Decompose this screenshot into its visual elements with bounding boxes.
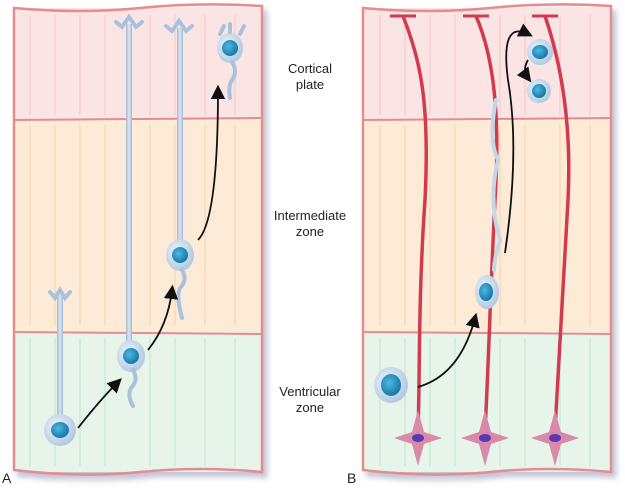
nucleus [172,247,188,263]
label-line: Ventricular [279,384,341,399]
label-intermediate-zone: Intermediate zone [255,208,365,240]
radial-fiber [126,24,132,354]
glial-fiber [401,15,428,431]
nucleus [532,45,548,59]
glial-fiber [543,15,571,431]
label-line: Cortical [287,61,333,76]
nucleus [381,374,401,396]
migration-arrow [147,284,179,351]
nucleus [532,84,546,98]
migration-arrow [516,59,532,83]
nucleus [479,283,493,301]
panel-a-cells [44,13,246,446]
migration-arrow [77,378,122,429]
panel-a-texture [29,15,236,466]
panel-letter-b: B [347,470,357,486]
panel-b-cortical-zone [363,8,611,120]
label-line: zone [295,400,325,415]
radial-fiber [177,28,183,248]
panel-letter-a: A [2,470,12,486]
panel-a [12,3,264,476]
nucleus [123,348,139,364]
label-cortical-plate: Cortical plate [255,61,365,93]
nucleus [222,40,238,56]
label-line: zone [295,224,325,239]
label-ventricular-zone: Ventricular zone [255,384,365,416]
migration-arrow [417,312,480,388]
migration-arrow [197,84,226,241]
migration-arrow [504,23,533,254]
radial-fiber [57,295,63,425]
label-line: Intermediate [273,208,347,223]
label-line: plate [295,77,325,92]
panel-b-cells [374,14,579,466]
nucleus [51,422,69,438]
panel-a-intermediate-zone [14,120,262,332]
